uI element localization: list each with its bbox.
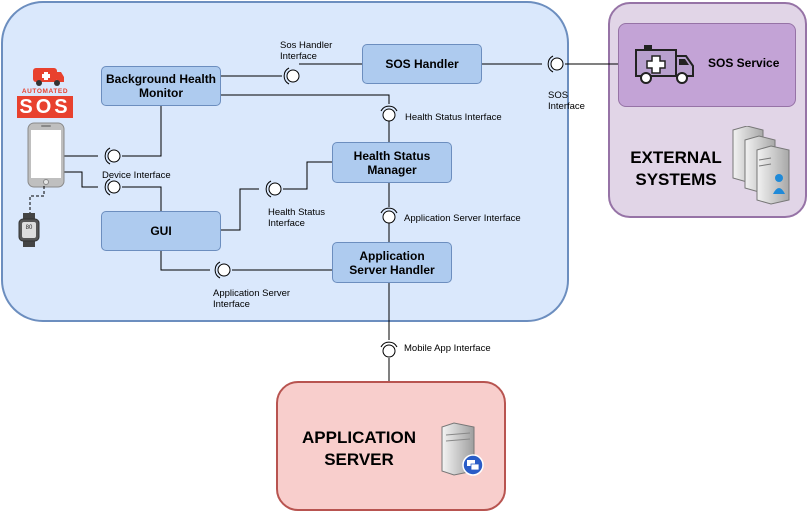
gui-component: GUI <box>101 211 221 251</box>
external-systems-title: EXTERNAL SYSTEMS <box>630 148 722 189</box>
server-cluster-icon <box>732 126 790 205</box>
device-interface-label: Device Interface <box>102 170 171 181</box>
sos-interface-label: SOS Interface <box>548 90 585 112</box>
health-status-manager-component: Health Status Manager <box>332 142 452 183</box>
sos-service-label: SOS Service <box>708 56 780 70</box>
application-server-handler-component: Application Server Handler <box>332 242 452 283</box>
health-status-interface-label-top: Health Status Interface <box>405 112 502 123</box>
sos-handler-component: SOS Handler <box>362 44 482 84</box>
health-status-interface-label-left: Health Status Interface <box>268 207 326 229</box>
background-health-monitor-component: Background Health Monitor <box>101 66 221 106</box>
watch-link <box>29 186 45 216</box>
server-icon <box>441 422 484 476</box>
application-server-interface-label-right: Application Server Interface <box>404 213 521 224</box>
smartwatch-icon: 80 <box>18 213 40 247</box>
ambulance-icon <box>635 45 694 84</box>
mobile-app-interface-label: Mobile App Interface <box>404 343 491 354</box>
application-server-interface-label-bottom: Application Server Interface <box>213 288 291 310</box>
sos-logo: AUTOMATED SOS <box>17 66 73 120</box>
sos-handler-interface-label: Sos Handler Interface <box>280 40 333 62</box>
application-server-title: APPLICATION SERVER <box>302 428 416 469</box>
smartphone-icon <box>27 122 65 188</box>
